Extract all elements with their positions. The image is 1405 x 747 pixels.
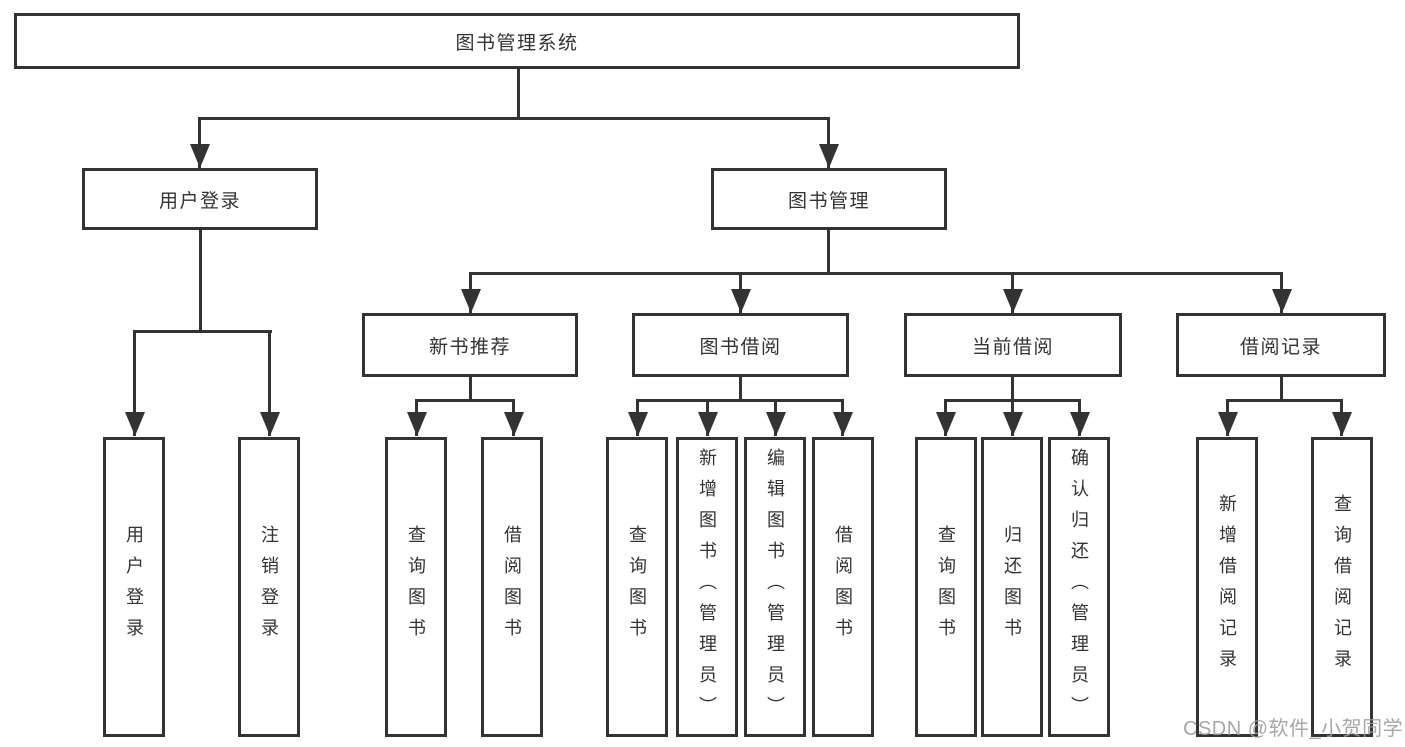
arrow-down-icon (469, 272, 472, 313)
node-box-leaf-add-borrow-record: 新增借阅记录 (1196, 437, 1258, 737)
arrow-down-icon (1011, 272, 1014, 313)
node-box-leaf-confirm-return-admin: 确认归还（管理员） (1048, 437, 1110, 737)
node-label: 用户登录 (158, 190, 241, 212)
node-box-leaf-edit-books-admin: 编辑图书（管理员） (744, 437, 806, 737)
arrow-down-icon (827, 117, 830, 168)
node-label: 新书推荐 (428, 336, 511, 358)
arrow-down-icon (1280, 272, 1283, 313)
connector-line (1226, 399, 1341, 402)
arrow-down-icon (1011, 399, 1014, 436)
arrow-down-icon (133, 330, 136, 436)
arrow-down-icon (1078, 399, 1081, 436)
arrow-down-icon (944, 399, 947, 436)
node-label: 借阅图书 (502, 525, 522, 649)
connector-line (469, 377, 472, 402)
arrow-down-icon (198, 117, 201, 168)
node-label: 查询图书 (406, 525, 426, 649)
connector-line (1011, 377, 1014, 402)
arrow-down-icon (774, 399, 777, 436)
node-box-new-book-recommend: 新书推荐 (362, 313, 578, 377)
node-label: 借阅图书 (833, 525, 853, 649)
connector-line (1280, 377, 1283, 402)
node-label: 编辑图书（管理员） (765, 447, 785, 727)
connector-line (636, 399, 844, 402)
node-label: 图书借阅 (699, 336, 782, 358)
node-label: 当前借阅 (971, 336, 1054, 358)
connector-line (469, 272, 1283, 275)
node-label: 新增图书（管理员） (697, 447, 717, 727)
node-box-leaf-query-borrow-record: 查询借阅记录 (1311, 437, 1373, 737)
node-box-leaf-add-books-admin: 新增图书（管理员） (676, 437, 738, 737)
node-label: 查询图书 (627, 525, 647, 649)
arrow-down-icon (415, 399, 418, 436)
node-label: 借阅记录 (1239, 336, 1322, 358)
node-label: 查询图书 (936, 525, 956, 649)
node-label: 新增借阅记录 (1217, 494, 1237, 680)
node-box-book-borrow: 图书借阅 (632, 313, 849, 377)
connector-line (827, 230, 830, 275)
node-label: 查询借阅记录 (1332, 494, 1352, 680)
node-box-leaf-logout: 注销登录 (238, 437, 300, 737)
node-box-leaf-borrow-books-2: 借阅图书 (812, 437, 874, 737)
node-box-leaf-return-books: 归还图书 (981, 437, 1043, 737)
connector-line (199, 230, 202, 333)
arrow-down-icon (512, 399, 515, 436)
csdn-watermark: CSDN @软件_小贺同学 (1183, 718, 1404, 740)
node-box-borrow-records: 借阅记录 (1176, 313, 1386, 377)
connector-line (198, 117, 830, 120)
node-box-leaf-query-books-2: 查询图书 (606, 437, 668, 737)
arrow-down-icon (1226, 399, 1229, 436)
node-box-current-borrow: 当前借阅 (904, 313, 1122, 377)
node-label: 图书管理 (787, 190, 870, 212)
node-box-leaf-query-books-3: 查询图书 (915, 437, 977, 737)
arrow-down-icon (706, 399, 709, 436)
node-box-leaf-user-login: 用户登录 (103, 437, 165, 737)
arrow-down-icon (739, 272, 742, 313)
arrow-down-icon (1340, 399, 1343, 436)
node-box-book-management: 图书管理 (711, 168, 947, 230)
node-box-leaf-borrow-books-1: 借阅图书 (481, 437, 543, 737)
node-label: 用户登录 (124, 525, 144, 649)
node-label: 归还图书 (1002, 525, 1022, 649)
arrow-down-icon (636, 399, 639, 436)
connector-line (517, 68, 520, 120)
node-box-library-system: 图书管理系统 (14, 13, 1020, 69)
arrow-down-icon (841, 399, 844, 436)
node-box-leaf-query-books-1: 查询图书 (385, 437, 447, 737)
node-label: 确认归还（管理员） (1069, 447, 1089, 727)
connector-line (739, 377, 742, 402)
connector-line (415, 399, 515, 402)
node-label: 注销登录 (259, 525, 279, 649)
arrow-down-icon (268, 330, 271, 436)
connector-line (133, 330, 272, 333)
node-label: 图书管理系统 (455, 32, 579, 54)
node-box-user-login: 用户登录 (82, 168, 318, 230)
